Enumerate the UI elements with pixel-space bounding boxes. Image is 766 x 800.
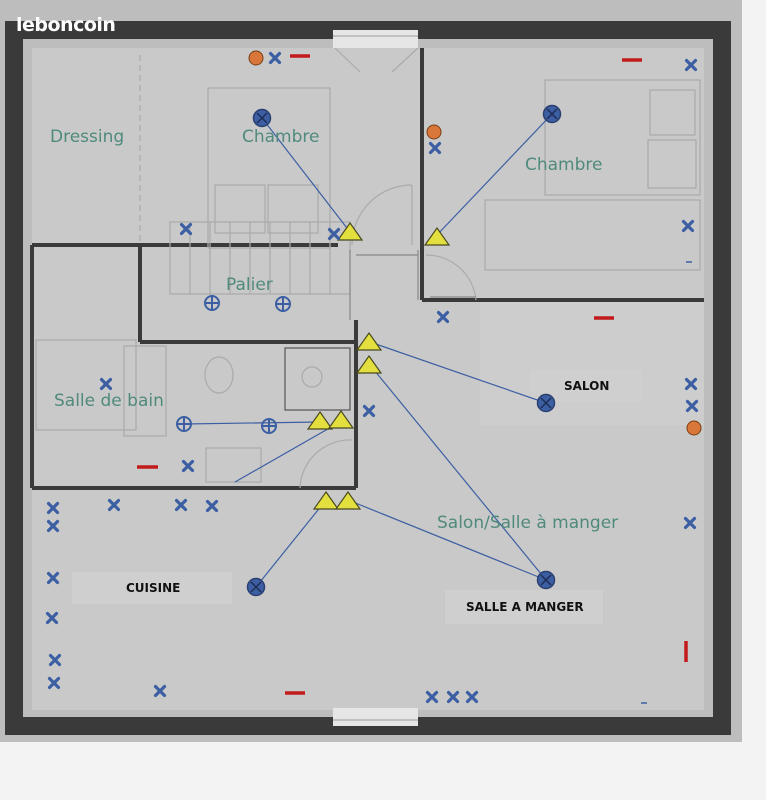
ceiling-light-icon[interactable] bbox=[536, 570, 556, 590]
wall-light-icon[interactable] bbox=[261, 418, 277, 434]
cross-marker-icon[interactable] bbox=[425, 690, 439, 704]
cross-marker-icon[interactable] bbox=[428, 141, 442, 155]
room-label-dressing: Dressing bbox=[50, 127, 124, 147]
cross-marker-icon[interactable] bbox=[47, 676, 61, 690]
cross-marker-icon[interactable] bbox=[268, 51, 282, 65]
cross-marker-icon[interactable] bbox=[683, 516, 697, 530]
cuisine-tag-box bbox=[72, 572, 232, 604]
switches bbox=[306, 221, 451, 510]
socket-markers bbox=[45, 51, 699, 704]
ceiling-light-icon[interactable] bbox=[542, 104, 562, 124]
switch-triangle-icon[interactable] bbox=[355, 331, 383, 351]
cross-marker-icon[interactable] bbox=[99, 377, 113, 391]
switch-triangle-icon[interactable] bbox=[423, 226, 451, 246]
cross-marker-icon[interactable] bbox=[684, 377, 698, 391]
cross-marker-icon[interactable] bbox=[681, 219, 695, 233]
cross-marker-icon[interactable] bbox=[465, 690, 479, 704]
interior-walls bbox=[30, 48, 704, 490]
orange-socket-icon[interactable] bbox=[426, 124, 442, 140]
top-door-opening bbox=[333, 30, 418, 48]
ceiling-light-icon[interactable] bbox=[246, 577, 266, 597]
switch-triangle-icon[interactable] bbox=[334, 490, 362, 510]
ceiling-lights bbox=[246, 104, 562, 597]
orange-socket-icon[interactable] bbox=[248, 50, 264, 66]
cross-marker-icon[interactable] bbox=[436, 310, 450, 324]
tag-salon: SALON bbox=[564, 379, 609, 393]
switch-triangle-icon[interactable] bbox=[355, 354, 383, 374]
bottom-door-opening bbox=[333, 708, 418, 726]
brand-logo: leboncoin bbox=[16, 14, 116, 36]
wall-light-icon[interactable] bbox=[204, 295, 220, 311]
cross-marker-icon[interactable] bbox=[362, 404, 376, 418]
cross-marker-icon[interactable] bbox=[107, 498, 121, 512]
switch-triangle-icon[interactable] bbox=[312, 490, 340, 510]
room-label-salon-salle-a-manger: Salon/Salle à manger bbox=[437, 513, 618, 533]
salle-a-manger-tag-box bbox=[445, 590, 603, 624]
cross-marker-icon[interactable] bbox=[684, 58, 698, 72]
cross-marker-icon[interactable] bbox=[45, 611, 59, 625]
room-label-salle-de-bain: Salle de bain bbox=[54, 391, 164, 411]
wall-light-icon[interactable] bbox=[275, 296, 291, 312]
orange-socket-icon[interactable] bbox=[686, 420, 702, 436]
ceiling-light-icon[interactable] bbox=[252, 108, 272, 128]
switch-connection-lines bbox=[183, 113, 553, 588]
ceiling-light-icon[interactable] bbox=[536, 393, 556, 413]
switch-triangle-icon[interactable] bbox=[306, 410, 334, 430]
room-label-palier: Palier bbox=[226, 275, 273, 295]
cross-marker-icon[interactable] bbox=[179, 222, 193, 236]
red-markers bbox=[137, 54, 688, 695]
cross-marker-icon[interactable] bbox=[327, 227, 341, 241]
room-label-chambre-2: Chambre bbox=[525, 155, 603, 175]
cross-marker-icon[interactable] bbox=[48, 653, 62, 667]
cross-marker-icon[interactable] bbox=[46, 519, 60, 533]
switch-triangle-icon[interactable] bbox=[336, 221, 364, 241]
small-dashes bbox=[641, 261, 692, 704]
tag-cuisine: CUISINE bbox=[126, 581, 180, 595]
cross-marker-icon[interactable] bbox=[153, 684, 167, 698]
cross-marker-icon[interactable] bbox=[174, 498, 188, 512]
tag-salle-a-manger: SALLE A MANGER bbox=[466, 600, 584, 614]
wall-lights bbox=[176, 295, 291, 434]
cross-marker-icon[interactable] bbox=[685, 399, 699, 413]
wall-light-icon[interactable] bbox=[176, 416, 192, 432]
cross-marker-icon[interactable] bbox=[181, 459, 195, 473]
cross-marker-icon[interactable] bbox=[46, 501, 60, 515]
orange-markers bbox=[248, 50, 702, 436]
cross-marker-icon[interactable] bbox=[46, 571, 60, 585]
room-label-chambre-1: Chambre bbox=[242, 127, 320, 147]
switch-triangle-icon[interactable] bbox=[327, 409, 355, 429]
cross-marker-icon[interactable] bbox=[205, 499, 219, 513]
salon-area bbox=[480, 300, 704, 425]
cross-marker-icon[interactable] bbox=[446, 690, 460, 704]
